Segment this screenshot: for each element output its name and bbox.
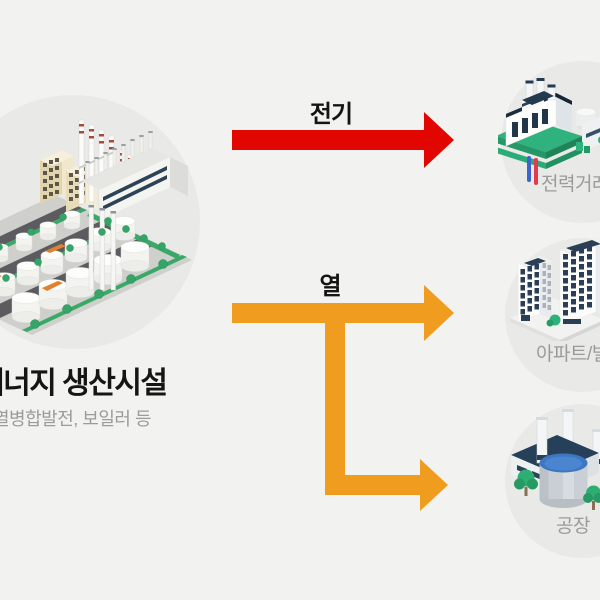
apartment-building-label: 아파트/빌딩: [536, 344, 600, 365]
front-chimney: [536, 417, 548, 464]
tower-right: [559, 237, 600, 327]
apartment-towers-illustration: [510, 237, 600, 341]
secondary-building: [575, 107, 600, 152]
power-exchange-label: 전력거래소: [541, 174, 600, 195]
trucks: [0, 244, 66, 291]
tower-left: [517, 255, 552, 323]
electricity-arrow: [232, 112, 454, 168]
tank-row-small: [0, 210, 81, 263]
factory-with-tank-illustration: [511, 409, 600, 510]
boiler-stacks: [88, 205, 116, 291]
source-title: 에너지 생산시설: [0, 367, 168, 400]
heat-branch-arrow: [325, 303, 448, 511]
heat-flow-label: 열: [319, 273, 341, 300]
rooftop-box: [522, 91, 554, 112]
electricity-flow-label: 전기: [309, 101, 353, 128]
pipes: [527, 156, 538, 185]
bush: [546, 314, 561, 327]
trees: [0, 213, 168, 329]
blue-tank: [539, 453, 588, 508]
trees: [514, 469, 600, 510]
main-factory-building: [505, 93, 572, 147]
power-plant-complex-illustration: [0, 119, 192, 335]
factory-label: 공장: [556, 516, 590, 537]
turbine-hall: [82, 131, 188, 220]
source-subtitle: 열병합발전, 보일러 등: [0, 409, 152, 429]
power-exchange-building-illustration: [498, 78, 600, 185]
